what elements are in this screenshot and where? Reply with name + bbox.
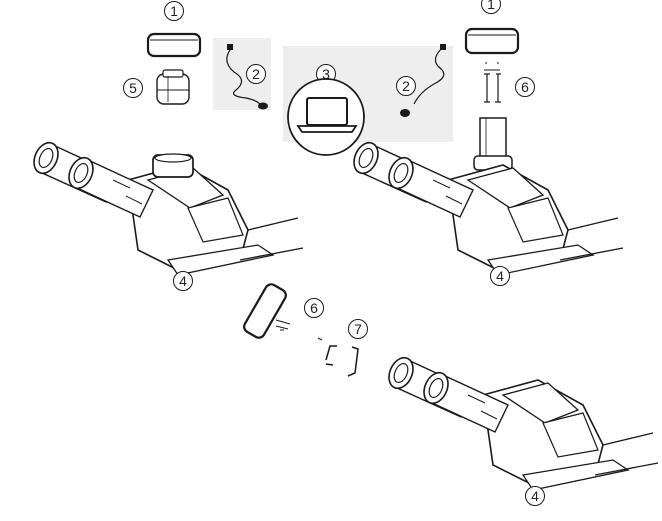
usb-cable-icon: [400, 44, 446, 117]
callout-7: 7: [348, 319, 368, 339]
trinocular-camera-port-left: [152, 153, 194, 178]
svg-text:4: 4: [179, 273, 187, 289]
svg-text:1: 1: [170, 3, 178, 19]
eyepiece-adapter-icon: [156, 69, 190, 105]
svg-text:7: 7: [354, 321, 362, 337]
camera-icon: [146, 32, 202, 58]
camera-icon: [464, 27, 520, 55]
callout-5: 5: [123, 78, 143, 98]
callout-4-left: 4: [173, 271, 193, 291]
callout-1-top-right: 1: [481, 0, 501, 14]
svg-text:2: 2: [252, 66, 260, 82]
svg-text:6: 6: [310, 300, 318, 316]
callout-4-bottom: 4: [525, 486, 545, 506]
svg-text:1: 1: [487, 0, 495, 12]
svg-text:6: 6: [521, 79, 529, 95]
trinocular-head-icon: [383, 353, 659, 491]
svg-text:5: 5: [129, 80, 137, 96]
svg-text:2: 2: [402, 78, 410, 94]
callout-2-right: 2: [396, 76, 416, 96]
svg-text:4: 4: [531, 488, 539, 504]
laptop-icon: [287, 78, 365, 156]
callout-2-left: 2: [246, 64, 266, 84]
callout-1-top-left: 1: [164, 1, 184, 21]
bracket-adapter-icon: [317, 337, 359, 377]
c-mount-adapter-icon: [484, 62, 501, 103]
usb-cable-icon: [226, 44, 268, 110]
c-mount-adapter-icon: [275, 319, 291, 331]
trinocular-port-tube: [473, 117, 513, 171]
callout-4-right: 4: [490, 266, 510, 286]
svg-text:4: 4: [496, 268, 504, 284]
callout-6-right: 6: [515, 77, 535, 97]
svg-text:3: 3: [322, 66, 330, 82]
callout-6-bottom: 6: [304, 298, 324, 318]
camera-icon: [243, 283, 287, 339]
